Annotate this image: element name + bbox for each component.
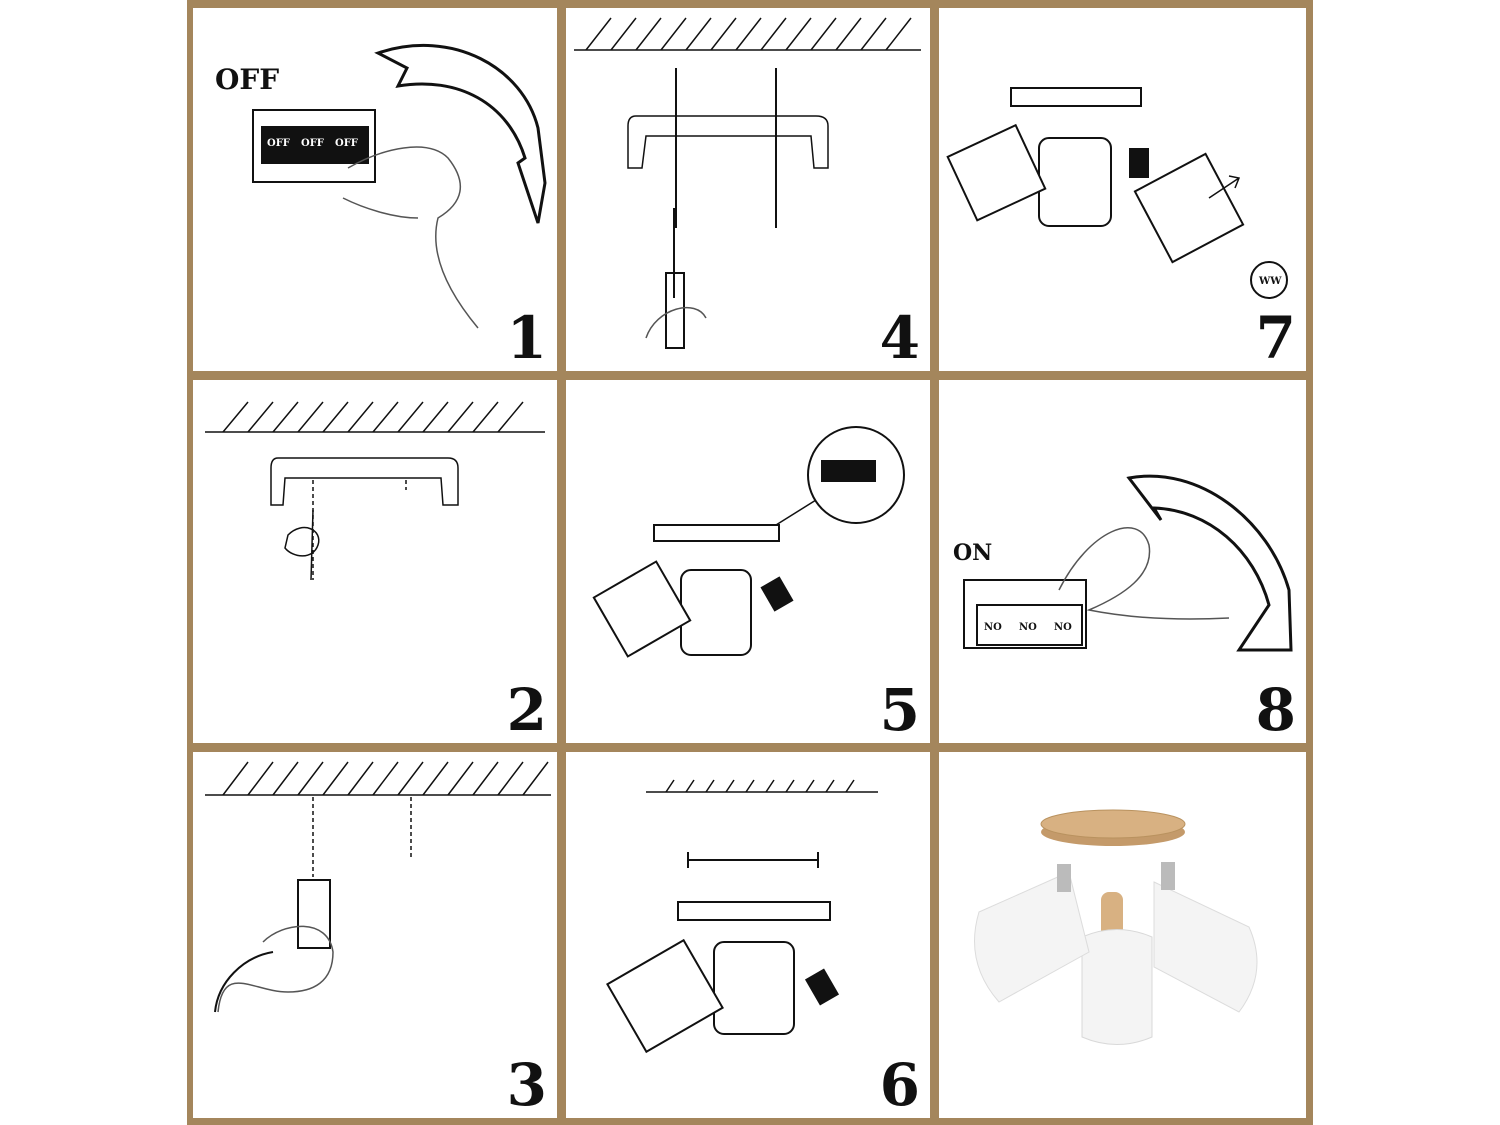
switch-rocker	[976, 604, 1083, 646]
step-number: 3	[506, 1051, 547, 1118]
step-number: 6	[879, 1051, 920, 1118]
step-2-panel: 2	[193, 380, 557, 743]
center-shade	[713, 941, 795, 1035]
center-shade	[680, 569, 752, 656]
drill-icon	[297, 879, 331, 949]
step-number: 4	[879, 304, 920, 371]
ceiling-hatch	[205, 761, 551, 796]
wiring-illustration	[592, 426, 905, 658]
curved-arrow-icon	[374, 43, 547, 224]
bulb-icon	[1250, 261, 1288, 299]
screw-mounting-illustration	[574, 17, 921, 349]
switch-label-2: OFF	[301, 138, 324, 149]
mark-holes-illustration	[205, 401, 545, 581]
socket-ring	[804, 968, 840, 1006]
hand-icon	[645, 307, 707, 339]
canopy-base	[1010, 87, 1142, 107]
bulb-label: WW	[1258, 276, 1282, 287]
mounting-bracket	[270, 457, 459, 506]
switch-label-3: OFF	[335, 138, 358, 149]
hand-icon	[342, 146, 479, 329]
right-shade	[1153, 881, 1258, 1013]
step-3-panel: 3	[193, 752, 557, 1118]
switch-plate	[252, 109, 376, 183]
switch-label-1: OFF	[267, 138, 290, 149]
ceiling-hatch	[574, 17, 921, 51]
step-1-panel: OFF OFF OFF OFF 1	[193, 8, 557, 371]
metal-arm-left	[1057, 864, 1071, 892]
assembly-illustration	[606, 779, 878, 1054]
switch-rocker	[261, 126, 369, 164]
on-word: ON	[953, 540, 993, 566]
center-shade	[1038, 137, 1112, 227]
left-shade	[606, 938, 724, 1054]
metal-arm-right	[1161, 862, 1175, 890]
step-number: 2	[506, 676, 547, 743]
arrow-icon	[1208, 175, 1241, 199]
finished-lamp-illustration	[974, 809, 1258, 1045]
socket-ring	[760, 576, 794, 612]
step-5-panel: 5	[566, 380, 930, 743]
finished-lamp-panel	[939, 752, 1306, 1118]
hand-icon	[217, 925, 334, 1013]
shade-bulb-illustration: WW	[946, 87, 1288, 299]
left-shade	[592, 560, 692, 658]
step-number: 8	[1255, 676, 1296, 743]
left-shade	[974, 871, 1090, 1003]
curved-arrow-icon	[1126, 474, 1293, 652]
canopy-base	[677, 901, 831, 921]
switch-on-illustration: NO NO NO	[963, 474, 1293, 652]
step-6-panel: 6	[566, 752, 930, 1118]
detached-shade	[1133, 152, 1245, 264]
mounting-bracket	[627, 115, 829, 169]
step-number: 7	[1255, 304, 1296, 371]
switch-label-3: NO	[1054, 622, 1072, 633]
step-number: 1	[506, 304, 547, 371]
wood-canopy	[1040, 809, 1186, 839]
switch-off-illustration: OFF OFF OFF	[252, 43, 547, 329]
ceiling-hatch	[646, 779, 878, 793]
center-shade	[1081, 929, 1153, 1045]
canopy-base	[653, 524, 780, 542]
switch-label-1: NO	[984, 622, 1002, 633]
step-7-panel: WW 7	[939, 8, 1306, 371]
hand-icon	[1058, 527, 1230, 620]
off-word: OFF	[215, 63, 280, 96]
step-number: 5	[879, 676, 920, 743]
switch-plate	[963, 579, 1087, 649]
step-4-panel: 4	[566, 8, 930, 371]
power-cord	[214, 951, 274, 1013]
socket-ring	[1129, 148, 1149, 178]
mounting-bracket	[687, 852, 819, 868]
ceiling-hatch	[205, 401, 545, 433]
switch-label-2: NO	[1019, 622, 1037, 633]
pencil-hand-icon	[284, 509, 320, 581]
drill-holes-illustration	[205, 761, 551, 1013]
terminal-block	[821, 460, 876, 482]
screwdriver-icon	[665, 208, 685, 349]
step-8-panel: NO NO NO ON 8	[939, 380, 1306, 743]
callout-line	[775, 499, 817, 526]
left-shade	[946, 123, 1047, 222]
